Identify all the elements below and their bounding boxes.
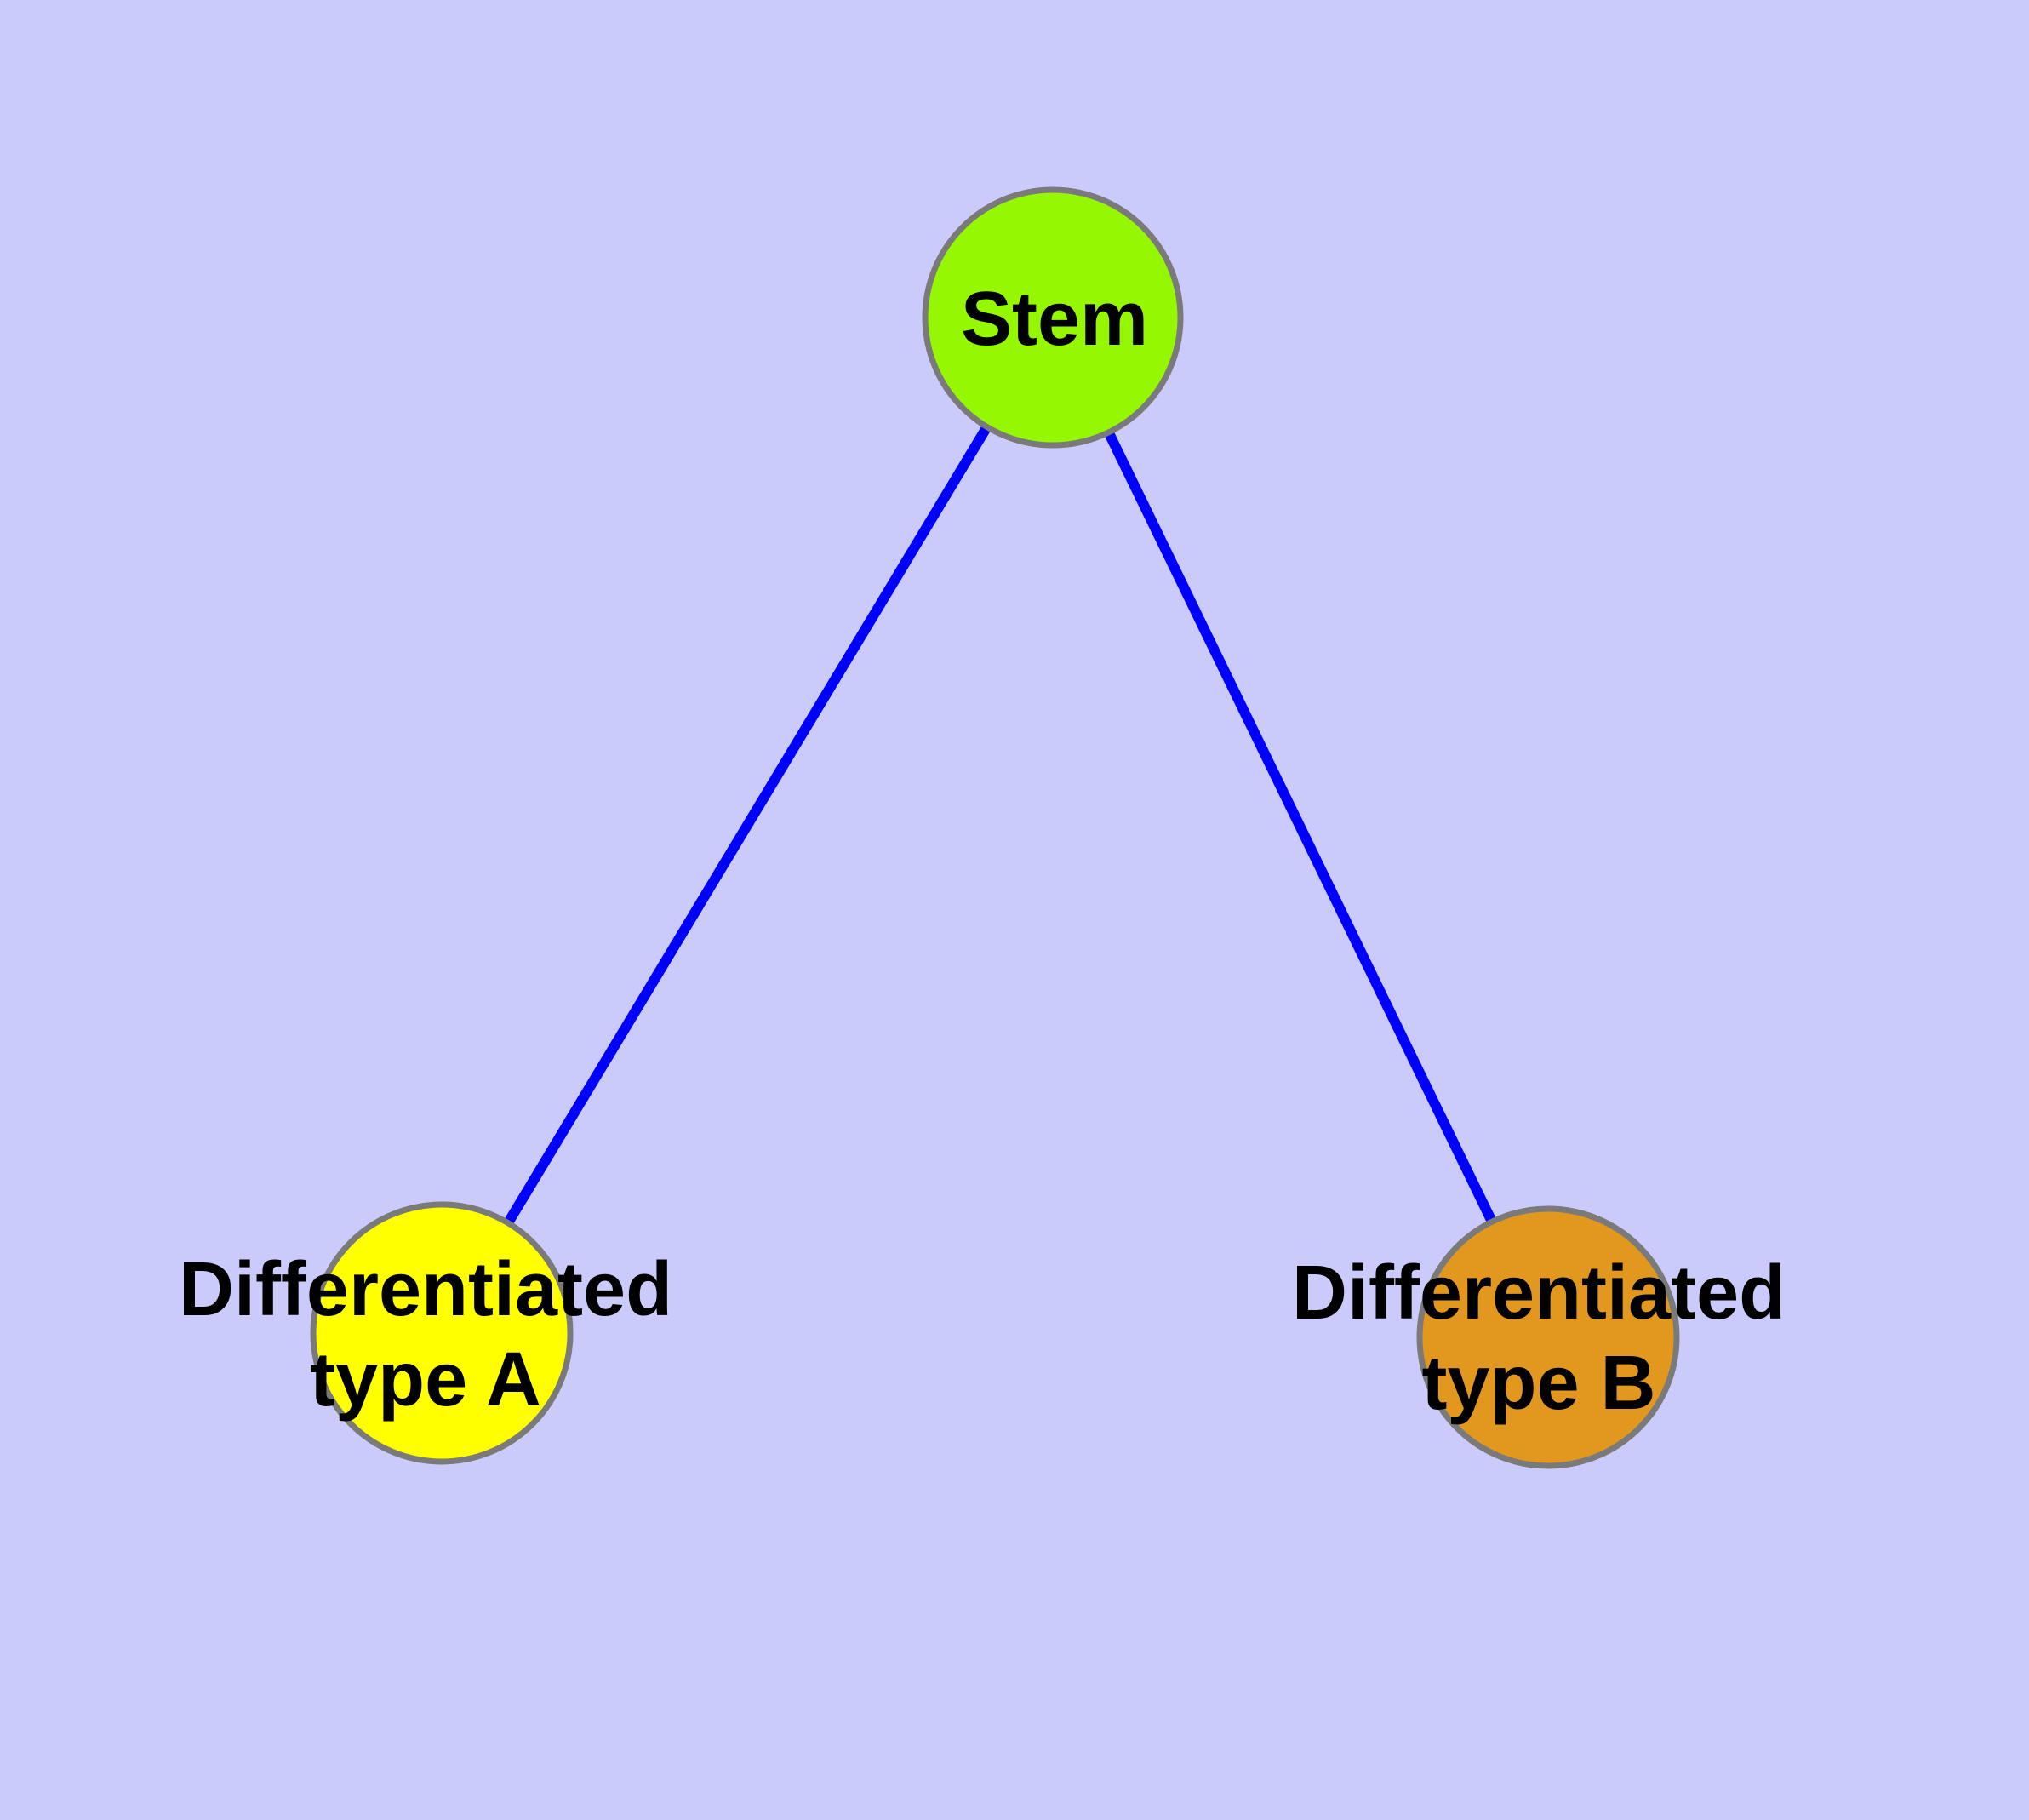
node-stem [922, 186, 1184, 449]
node-differentiated-type-b [1416, 1205, 1680, 1469]
node-differentiated-type-a [310, 1201, 574, 1465]
edge-stem-to-type-a [437, 314, 1058, 1336]
edge-stem-to-type-b [1048, 315, 1553, 1340]
